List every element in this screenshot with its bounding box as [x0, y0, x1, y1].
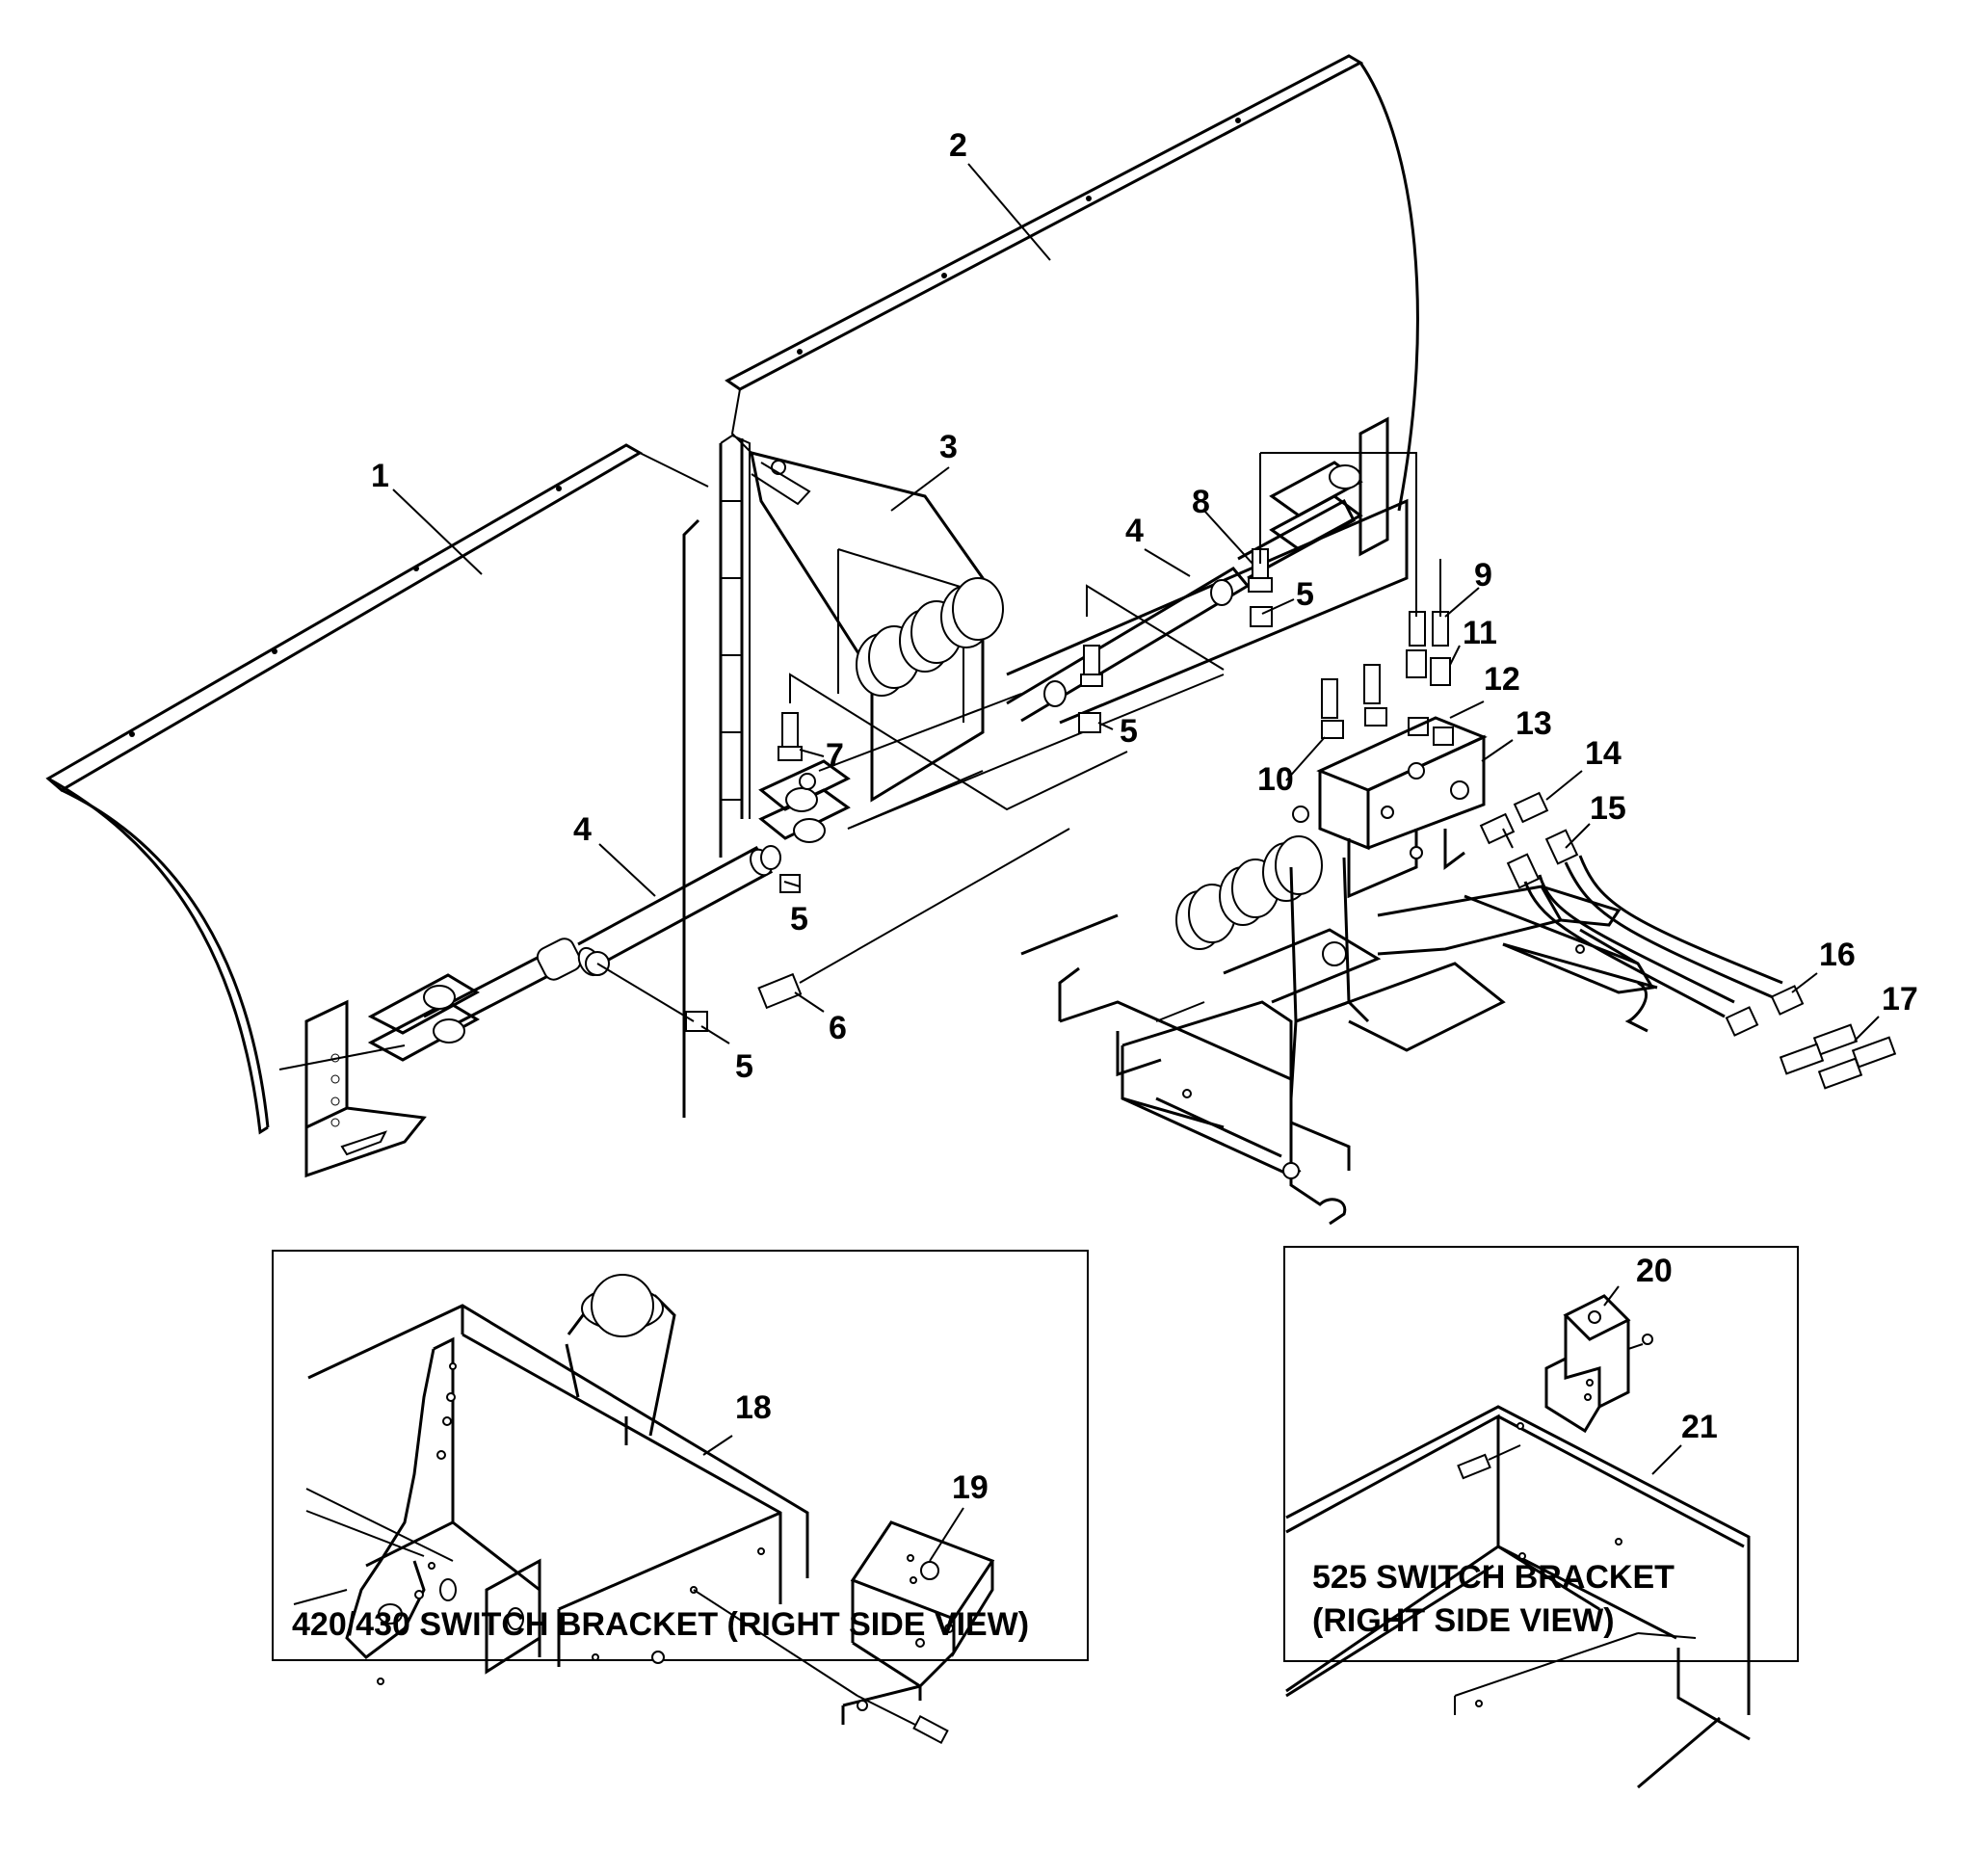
left-mount-bracket — [278, 973, 481, 1178]
callout-leaders — [392, 163, 1880, 1562]
callout-5-upper: 5 — [1296, 576, 1314, 613]
callout-13: 13 — [1516, 705, 1552, 742]
callout-3: 3 — [939, 429, 958, 465]
callout-11: 11 — [1463, 615, 1497, 651]
cylinder-right — [1006, 416, 1389, 723]
callout-15: 15 — [1590, 790, 1626, 827]
callout-16: 16 — [1819, 937, 1856, 973]
callout-17: 17 — [1882, 981, 1918, 1017]
callout-18: 18 — [735, 1389, 772, 1426]
callout-4-left: 4 — [573, 811, 592, 848]
callout-labels: 1 2 3 4 4 5 5 5 5 6 7 8 9 10 11 12 13 14… — [371, 127, 1918, 1506]
cylinder-left — [423, 845, 781, 1035]
pivot-springs — [856, 577, 1004, 697]
left-blade — [45, 443, 709, 1135]
inset-captions: 420/430 SWITCH BRACKET (RIGHT SIDE VIEW)… — [292, 1559, 1675, 1643]
a-frame-springs — [1175, 835, 1351, 1024]
callout-10: 10 — [1257, 761, 1294, 798]
caption-420-430: 420/430 SWITCH BRACKET (RIGHT SIDE VIEW) — [292, 1606, 1029, 1643]
caption-525-line1: 525 SWITCH BRACKET — [1312, 1559, 1675, 1596]
callout-12: 12 — [1484, 661, 1520, 698]
callout-5-mid: 5 — [1120, 713, 1138, 750]
right-blade — [725, 54, 1419, 512]
callout-20: 20 — [1636, 1253, 1673, 1289]
callout-7: 7 — [826, 737, 844, 774]
callout-6: 6 — [829, 1010, 847, 1046]
cross-beam — [818, 498, 1409, 830]
fittings — [596, 452, 1454, 1032]
left-pivot-plate — [758, 759, 851, 843]
callout-14: 14 — [1585, 735, 1622, 772]
callout-4-right: 4 — [1125, 513, 1144, 549]
callout-19: 19 — [952, 1469, 989, 1506]
callout-8: 8 — [1192, 484, 1210, 520]
hoses — [1479, 791, 1897, 1090]
callout-1: 1 — [371, 458, 389, 494]
inset-right — [1283, 1246, 1799, 1789]
callout-5-lower-left: 5 — [735, 1048, 753, 1085]
push-frame — [1020, 885, 1658, 1226]
callout-9: 9 — [1474, 557, 1492, 594]
callout-5-lower-center: 5 — [790, 901, 808, 938]
center-hinge-frame — [682, 434, 985, 867]
callout-2: 2 — [949, 127, 967, 164]
valve-block — [1292, 716, 1488, 899]
caption-525-line2: (RIGHT SIDE VIEW) — [1312, 1602, 1615, 1639]
callout-21: 21 — [1681, 1409, 1718, 1445]
inset-left — [272, 1250, 1089, 1745]
